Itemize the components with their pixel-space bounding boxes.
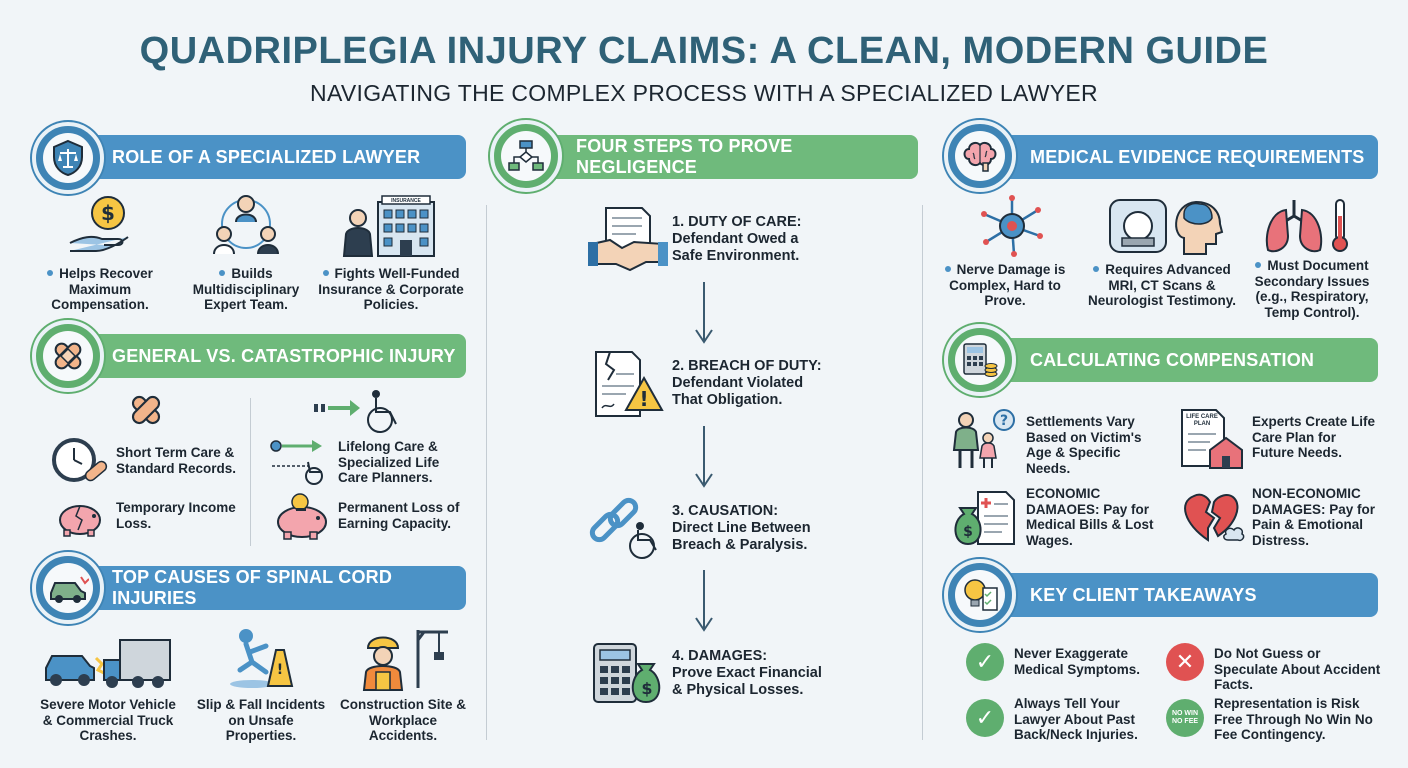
chain-wheelchair-icon (589, 497, 657, 559)
bandage-icon (32, 320, 104, 392)
catastrophic-item-2: Permanent Loss of Earning Capacity. (338, 500, 460, 531)
svg-text:!: ! (277, 662, 283, 678)
truck-crash-icon (45, 639, 171, 688)
medical-banner: MEDICAL EVIDENCE REQUIREMENTS (984, 135, 1378, 179)
role-banner: ROLE OF A SPECIALIZED LAWYER (66, 135, 466, 179)
svg-text:$: $ (101, 201, 115, 225)
svg-text:!: ! (639, 387, 648, 411)
clock-bandage-icon (52, 438, 108, 482)
handshake-document-icon (588, 207, 668, 272)
svg-text:$: $ (963, 524, 973, 540)
takeaway-item-1: Never Exaggerate Medical Symptoms. (1014, 646, 1141, 677)
calculator-coins-icon (944, 324, 1016, 396)
construction-worker-icon (362, 630, 448, 691)
svg-text:?: ? (1000, 413, 1008, 429)
step-3-text: Direct Line Between Breach & Paralysis. (672, 520, 811, 553)
step-1-title: 1. DUTY OF CARE: (672, 214, 802, 230)
step-1-text: Defendant Owed a Safe Environment. (672, 231, 800, 264)
causes-banner: TOP CAUSES OF SPINAL CORD INJURIES (66, 566, 466, 610)
cause-item-3: Construction Site & Workplace Accidents. (339, 697, 466, 743)
flowchart-icon (490, 120, 562, 192)
compensation-item-1: Settlements Vary Based on Victim's Age &… (1026, 414, 1142, 476)
takeaways-heading: KEY CLIENT TAKEAWAYS (1030, 584, 1257, 605)
compensation-item-3: ECONOMIC DAMAOES: Pay for Medical Bills … (1026, 486, 1154, 548)
role-item-1: Helps Recover Maximum Compensation. (40, 266, 160, 313)
causes-heading: TOP CAUSES OF SPINAL CORD INJURIES (112, 567, 393, 608)
compensation-item-2: Experts Create Life Care Plan for Future… (1252, 414, 1376, 460)
bandage-small-icon (131, 395, 161, 425)
step-4-text: Prove Exact Financial & Physical Losses. (672, 665, 822, 698)
x-circle-icon: ✕ (1166, 643, 1204, 681)
broken-heart-icon (1184, 493, 1245, 542)
family-question-icon: ? (952, 409, 1015, 468)
compensation-heading: CALCULATING COMPENSATION (1030, 349, 1315, 370)
hand-coin-icon: $ (69, 196, 129, 252)
team-network-icon (213, 195, 279, 255)
slip-fall-icon: ! (230, 629, 294, 688)
step-3-title: 3. CAUSATION: (672, 503, 779, 519)
insurance-building-icon (342, 195, 435, 257)
negligence-heading: FOUR STEPS TO PROVE NEGLIGENCE (576, 136, 793, 177)
takeaway-item-2: Do Not Guess or Speculate About Accident… (1214, 646, 1381, 692)
piggy-bank-coin-icon (277, 493, 327, 540)
cause-item-2: Slip & Fall Incidents on Unsafe Properti… (196, 697, 326, 743)
page-subtitle: NAVIGATING THE COMPLEX PROCESS WITH A SP… (310, 80, 1098, 106)
mri-brain-icon (1109, 199, 1224, 255)
broken-piggy-bank-icon (59, 505, 101, 537)
lightbulb-checklist-icon (944, 559, 1016, 631)
shield-scales-icon (32, 122, 104, 194)
life-care-plan-sign: LIFE CARE PLAN (1186, 414, 1218, 427)
medical-heading: MEDICAL EVIDENCE REQUIREMENTS (1030, 146, 1365, 167)
takeaway-item-4: Representation is Risk Free Through No W… (1214, 696, 1373, 742)
catastrophic-item-1: Lifelong Care & Specialized Life Care Pl… (338, 439, 440, 485)
step-arrow-1 (695, 282, 713, 344)
lungs-thermometer-icon (1265, 199, 1348, 253)
general-item-1: Short Term Care & Standard Records. (116, 445, 237, 476)
medical-item-3: Must Document Secondary Issues (e.g., Re… (1242, 258, 1382, 320)
compensation-item-4: NON-ECONOMIC DAMAGES: Pay for Pain & Emo… (1252, 486, 1376, 548)
insurance-sign: INSURANCE (391, 198, 421, 204)
divider-left (486, 205, 487, 740)
check-circle-icon: ✓ (966, 643, 1004, 681)
compensation-banner: CALCULATING COMPENSATION (984, 338, 1378, 382)
torn-document-warning-icon: ! (595, 351, 664, 417)
life-care-plan-icon (1181, 409, 1243, 469)
wheelchair-arrow-icon (314, 390, 397, 433)
divider-injury (250, 398, 251, 546)
role-item-3: Fights Well-Funded Insurance & Corporate… (316, 266, 466, 313)
svg-text:$: $ (641, 679, 652, 698)
takeaways-banner: KEY CLIENT TAKEAWAYS (984, 573, 1378, 617)
cause-item-1: Severe Motor Vehicle & Commercial Truck … (40, 697, 176, 743)
step-arrow-3 (695, 570, 713, 632)
money-bag-bill-icon: $ (954, 491, 1015, 546)
calculator-money-icon: $ (593, 643, 661, 704)
negligence-banner: FOUR STEPS TO PROVE NEGLIGENCE (530, 135, 918, 179)
step-2-title: 2. BREACH OF DUTY: (672, 358, 822, 374)
divider-right (922, 205, 923, 740)
no-win-no-fee-seal-icon: NO WIN NO FEE (1166, 699, 1204, 737)
step-arrow-2 (695, 426, 713, 488)
role-heading: ROLE OF A SPECIALIZED LAWYER (112, 146, 421, 167)
nerve-cell-icon (981, 195, 1043, 257)
check-circle-icon: ✓ (966, 699, 1004, 737)
step-4-title: 4. DAMAGES: (672, 648, 768, 664)
general-item-2: Temporary Income Loss. (116, 500, 236, 531)
injury-heading: GENERAL VS. CATASTROPHIC INJURY (112, 345, 456, 366)
medical-item-2: Requires Advanced MRI, CT Scans & Neurol… (1084, 262, 1240, 309)
role-item-2: Builds Multidisciplinary Expert Team. (186, 266, 306, 313)
page-title: QUADRIPLEGIA INJURY CLAIMS: A CLEAN, MOD… (139, 30, 1269, 72)
brain-icon (944, 120, 1016, 192)
life-planner-arrows-icon (270, 440, 323, 485)
seal-text: NO WIN NO FEE (1171, 710, 1199, 725)
step-2-text: Defendant Violated That Obligation. (672, 375, 804, 408)
medical-item-1: Nerve Damage is Complex, Hard to Prove. (942, 262, 1068, 309)
takeaway-item-3: Always Tell Your Lawyer About Past Back/… (1014, 696, 1138, 742)
injury-banner: GENERAL VS. CATASTROPHIC INJURY (66, 334, 466, 378)
car-crash-icon (32, 552, 104, 624)
